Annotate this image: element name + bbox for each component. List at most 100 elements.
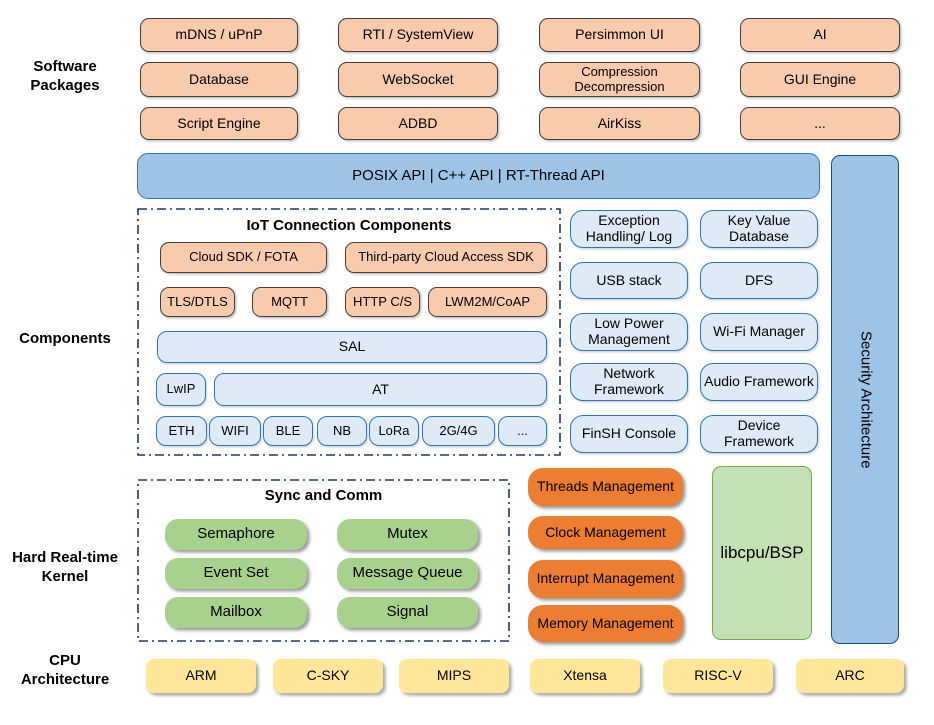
kernel-box-label: Message Queue [352, 564, 463, 582]
component-label: Exception Handling/ Log [585, 212, 673, 244]
package-box-websocket: WebSocket [338, 62, 498, 97]
package-box-adbd: ADBD [338, 107, 498, 140]
kernel-box-label: Clock Management [545, 523, 666, 540]
package-box-more: ... [740, 107, 900, 140]
iot-box-eth: ETH [156, 416, 207, 446]
component-box-device-framework: Device Framework [700, 415, 818, 453]
iot-box-label: AT [372, 380, 389, 397]
package-box-rti-systemview: RTI / SystemView [338, 18, 498, 52]
iot-box-cloud-sdk-fota: Cloud SDK / FOTA [160, 242, 327, 273]
kernel-box-label: Interrupt Management [536, 570, 675, 587]
iot-box-at: AT [214, 373, 547, 406]
api-bar: POSIX API | C++ API | RT-Thread API [137, 153, 820, 199]
libcpu-bsp-box: libcpu/BSP [712, 466, 812, 640]
kernel-box-message-queue: Message Queue [337, 558, 478, 589]
component-label: USB stack [596, 271, 662, 288]
kernel-box-interrupt-management: Interrupt Management [528, 560, 683, 598]
package-box-airkiss: AirKiss [539, 107, 700, 140]
iot-box-label: NB [332, 422, 352, 438]
section-label-cpu-architecture: CPU Architecture [20, 652, 110, 688]
security-architecture-label: Security Architecture [857, 330, 875, 469]
package-box-persimmon-ui: Persimmon UI [539, 18, 700, 52]
cpu-box-arc: ARC [796, 659, 904, 693]
iot-box-label: LoRa [378, 422, 410, 438]
iot-box-label: LWM2M/CoAP [445, 293, 530, 309]
package-label: mDNS / uPnP [175, 26, 263, 43]
kernel-box-label: Signal [386, 603, 429, 621]
iot-box-lwm2m-coap: LWM2M/CoAP [428, 287, 547, 317]
package-label: RTI / SystemView [362, 26, 474, 43]
section-label-components: Components [19, 330, 111, 347]
sync-group-title: Sync and Comm [264, 487, 383, 504]
component-label: FinSH Console [581, 425, 677, 442]
kernel-box-label: Mailbox [210, 603, 262, 621]
kernel-box-label: Semaphore [197, 525, 275, 543]
package-label: GUI Engine [783, 70, 857, 87]
component-box-network-framework: Network Framework [570, 363, 688, 401]
kernel-box-semaphore: Semaphore [165, 519, 307, 550]
component-box-low-power-management: Low Power Management [570, 313, 688, 351]
package-label: Persimmon UI [575, 26, 664, 43]
kernel-box-label: Threads Management [537, 478, 674, 495]
cpu-box-label: MIPS [436, 667, 472, 684]
component-box-wifi-manager: Wi-Fi Manager [700, 313, 818, 351]
package-box-compression: Compression Decompression [539, 62, 700, 97]
package-label: Compression Decompression [574, 63, 665, 94]
iot-connection-components-group: IoT Connection Components [137, 208, 561, 456]
iot-box-label: ETH [168, 422, 195, 438]
iot-box-wifi: WIFI [209, 416, 261, 446]
package-box-database: Database [140, 62, 298, 97]
iot-box-more: ... [498, 416, 547, 446]
iot-box-label: WIFI [221, 422, 249, 438]
iot-box-label: MQTT [271, 293, 308, 309]
package-label: ... [814, 114, 826, 131]
iot-box-label: HTTP C/S [353, 293, 412, 309]
kernel-box-label: Mutex [387, 525, 428, 543]
libcpu-bsp-label: libcpu/BSP [720, 543, 804, 563]
cpu-box-mips: MIPS [399, 659, 509, 693]
component-box-exception-handling-log: Exception Handling/ Log [570, 210, 688, 248]
sync-and-comm-group: Sync and Comm [137, 479, 510, 642]
cpu-box-label: RISC-V [694, 667, 742, 684]
iot-box-label: ... [517, 422, 528, 438]
cpu-box-label: ARM [185, 667, 217, 684]
package-box-ai: AI [740, 18, 900, 52]
package-box-gui-engine: GUI Engine [740, 62, 900, 97]
component-label: Network Framework [593, 365, 664, 397]
kernel-box-signal: Signal [337, 597, 478, 628]
kernel-box-label: Event Set [203, 564, 269, 582]
cpu-box-label: ARC [835, 667, 865, 684]
component-label: Low Power Management [588, 315, 670, 347]
iot-box-http-cs: HTTP C/S [345, 287, 420, 317]
component-label: Device Framework [723, 417, 794, 449]
component-label: DFS [745, 271, 773, 288]
cpu-box-c-sky: C-SKY [273, 659, 383, 693]
iot-box-ble: BLE [263, 416, 313, 446]
cpu-box-xtensa: Xtensa [530, 659, 640, 693]
api-bar-label: POSIX API | C++ API | RT-Thread API [352, 166, 605, 184]
package-label: AI [813, 26, 827, 43]
cpu-box-arm: ARM [146, 659, 256, 693]
package-label: Script Engine [177, 114, 261, 131]
iot-box-nb: NB [317, 416, 367, 446]
kernel-box-clock-management: Clock Management [528, 516, 683, 549]
kernel-box-memory-management: Memory Management [528, 605, 683, 642]
package-box-mdns-upnp: mDNS / uPnP [140, 18, 298, 52]
security-architecture-bar: Security Architecture [831, 155, 899, 644]
section-label-kernel: Hard Real-time Kernel [12, 549, 118, 585]
package-label: Database [189, 70, 249, 87]
component-box-audio-framework: Audio Framework [700, 363, 818, 401]
iot-box-2g4g: 2G/4G [422, 416, 495, 446]
component-box-usb-stack: USB stack [570, 262, 688, 299]
section-label-software-packages: Software Packages [30, 58, 100, 94]
iot-box-mqtt: MQTT [252, 287, 327, 317]
cpu-box-label: Xtensa [563, 667, 607, 684]
iot-box-label: Cloud SDK / FOTA [189, 249, 298, 265]
component-label: Key Value Database [727, 212, 791, 244]
iot-box-lwip: LwIP [156, 373, 206, 406]
cpu-box-risc-v: RISC-V [663, 659, 773, 693]
iot-box-tls-dtls: TLS/DTLS [160, 287, 235, 317]
package-label: AirKiss [597, 114, 642, 131]
dash-dot-border [137, 479, 510, 642]
